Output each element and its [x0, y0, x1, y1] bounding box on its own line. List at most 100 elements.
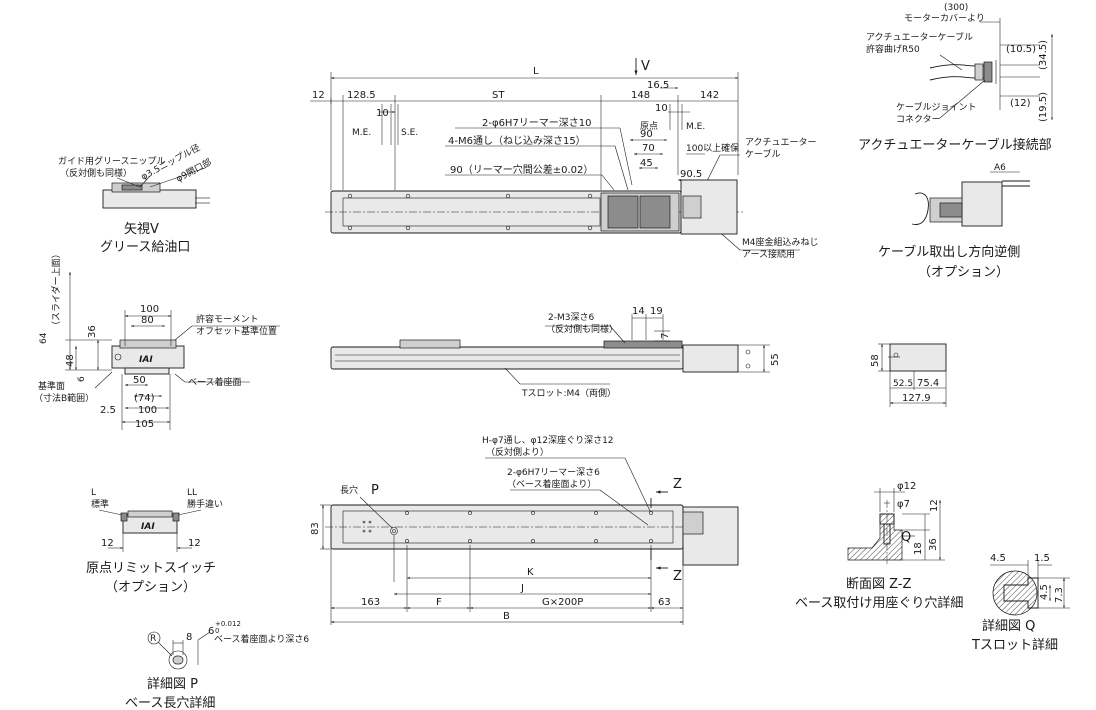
dim-90: 90 — [640, 129, 653, 140]
limit-switch-view: IAI L 標準 LL 勝手違い 12 12 原点リミットスイッチ （オプション… — [86, 488, 223, 595]
grease-nipple-line2: （反対側も同様） — [60, 167, 132, 179]
side-dim-19: 19 — [650, 306, 663, 317]
section-dim-12: 12 — [929, 499, 940, 512]
side-view: 2-M3深さ6 （反対側も同様） 14 19 7 55 Tスロット:M4（両側） — [330, 306, 781, 399]
actuator-cable-line2: ケーブル — [745, 148, 780, 160]
me-left-label: M.E. — [352, 128, 371, 138]
actuator-cable-label1: アクチュエーターケーブル — [866, 31, 973, 43]
dim-10-5: (10.5) — [1006, 44, 1036, 55]
detail-p-caption2: ベース長穴詳細 — [125, 695, 215, 710]
section-zz-view: φ12 φ7 12 18 36 Q 断面図 Z-Z ベース取付け用座ぐり穴詳細 — [795, 481, 963, 611]
limit-dim-12a: 12 — [101, 538, 114, 549]
limit-l-line2: 標準 — [91, 498, 109, 510]
cable-opposite-view: A6 ケーブル取出し方向逆側 （オプション） — [878, 163, 1030, 280]
end-dim-50: 50 — [133, 375, 146, 386]
ref-line2: （寸法B範囲） — [34, 392, 94, 404]
end-dim-6: 6 — [77, 376, 87, 382]
a6-label: A6 — [994, 163, 1006, 173]
side-dim-7: 7 — [660, 333, 671, 339]
dim-148: 148 — [631, 90, 650, 101]
end-dim-100b: 100 — [138, 405, 157, 416]
motor-dim-127-9: 127.9 — [902, 393, 931, 404]
end-dim-100: 100 — [140, 304, 159, 315]
end-view: IAI 100 80 64 （スライダー上面） 36 48 6 50 (74) … — [34, 249, 280, 430]
end-dim-74: (74) — [134, 393, 155, 404]
cable-opposite-caption1: ケーブル取出し方向逆側 — [878, 244, 1020, 260]
detail-q-caption2: Tスロット詳細 — [971, 637, 1058, 653]
bottom-dim-J: J — [520, 583, 524, 594]
limit-ll-line2: 勝手違い — [187, 498, 223, 510]
end-dim-2-5: 2.5 — [100, 405, 116, 416]
detail-q-7-3: 7.3 — [1054, 587, 1065, 603]
section-dim-18: 18 — [913, 542, 924, 555]
m3-line2: （反対側も同様） — [546, 323, 618, 335]
bottom-dim-B: B — [503, 611, 510, 622]
dim-34-5: (34.5) — [1038, 40, 1049, 70]
end-dim-48: 48 — [65, 354, 76, 367]
motor-dim-58: 58 — [870, 354, 881, 367]
grease-view: ガイド用グリースニップル （反対側も同様） φ3.5ニップル径 φ9開口部 矢視… — [58, 141, 214, 255]
detail-q-view: 4.5 1.5 4.5 7.3 詳細図 Q Tスロット詳細 — [971, 553, 1070, 653]
p-label: P — [371, 483, 379, 498]
dim-90-5: 90.5 — [680, 169, 702, 180]
me-right-label: M.E. — [686, 122, 705, 132]
dim-128-5: 128.5 — [347, 90, 376, 101]
limit-switch-logo: IAI — [141, 522, 155, 532]
detail-p-caption1: 詳細図 P — [147, 676, 198, 692]
cable-connection: (300) モーターカバーより アクチュエーターケーブル 許容曲げR50 ケーブ… — [858, 3, 1053, 153]
cable-opposite-caption2: （オプション） — [918, 265, 1009, 280]
bottom-view: H-φ7通し、φ12深座ぐり深さ12 （反対側より） 2-φ6H7リーマー深さ6… — [310, 434, 739, 625]
motor-end-view: 58 52.5 75.4 127.9 — [870, 343, 947, 407]
detail-q-4-5a: 4.5 — [990, 553, 1006, 564]
section-q-label: Q — [901, 530, 911, 545]
z-top-label: Z — [673, 477, 682, 492]
dim-L: L — [533, 66, 539, 77]
detail-p-depth: ベース着座面より深さ6 — [214, 633, 309, 645]
end-view-logo: IAI — [139, 355, 153, 365]
moment-line1: 許容モーメント — [196, 313, 259, 325]
m3-line1: 2-M3深さ6 — [548, 312, 594, 323]
limit-dim-12b: 12 — [188, 538, 201, 549]
se-label: S.E. — [401, 128, 418, 138]
grease-nipple-line1: ガイド用グリースニップル — [58, 155, 166, 167]
section-dim-36: 36 — [928, 538, 939, 551]
slider-top-label: （スライダー上面） — [50, 249, 62, 330]
note-pitch: 90（リーマー穴間公差±0.02） — [450, 163, 593, 176]
limit-l-line1: L — [91, 488, 96, 498]
detail-q-caption1: 詳細図 Q — [982, 618, 1035, 634]
dim-10-left: 10 — [376, 108, 389, 119]
detail-p-8: 8 — [186, 632, 192, 643]
cable-connect-caption: アクチュエーターケーブル接続部 — [858, 137, 1052, 153]
detail-p-r: R — [150, 634, 156, 644]
ground-line2: アース接続用 — [742, 248, 795, 260]
note-m6: 4-M6通し（ねじ込み深さ15） — [448, 135, 586, 147]
bottom-dim-F: F — [436, 597, 442, 608]
origin-label: 原点 — [640, 121, 658, 132]
end-dim-36: 36 — [87, 325, 98, 338]
end-dim-80: 80 — [141, 315, 154, 326]
section-dia-12: φ12 — [897, 481, 916, 492]
dim-12: 12 — [312, 90, 325, 101]
detail-p-tol-upper: +0.012 — [215, 620, 241, 628]
bottom-reamer-line1: 2-φ6H7リーマー深さ6 — [507, 467, 600, 478]
side-dim-55: 55 — [770, 353, 781, 366]
top-view: L 12 128.5 10 ST 148 142 16.5 10 V M.E. … — [310, 58, 819, 260]
dim-12-paren: (12) — [1010, 98, 1031, 109]
bottom-dim-63: 63 — [658, 597, 671, 608]
motor-dim-52-5: 52.5 — [893, 379, 913, 389]
limit-ll-line1: LL — [187, 488, 197, 498]
slot-label: 長穴 — [340, 484, 358, 496]
cable-ensure: 100以上確保 — [686, 142, 739, 154]
motor-dim-75-4: 75.4 — [917, 378, 939, 389]
side-dim-14: 14 — [632, 306, 645, 317]
actuator-cable-line1: アクチュエーター — [745, 137, 817, 148]
end-dim-105: 105 — [135, 419, 154, 430]
bottom-reamer-line2: （ベース着座面より） — [507, 478, 596, 490]
limit-switch-caption2: （オプション） — [105, 580, 196, 595]
z-bottom-label: Z — [673, 569, 682, 584]
h-hole-line2: （反対側より） — [486, 446, 549, 458]
base-mount-label: ベース着座面 — [188, 376, 242, 388]
end-dim-64: 64 — [39, 332, 49, 344]
dim-70: 70 — [642, 143, 655, 154]
